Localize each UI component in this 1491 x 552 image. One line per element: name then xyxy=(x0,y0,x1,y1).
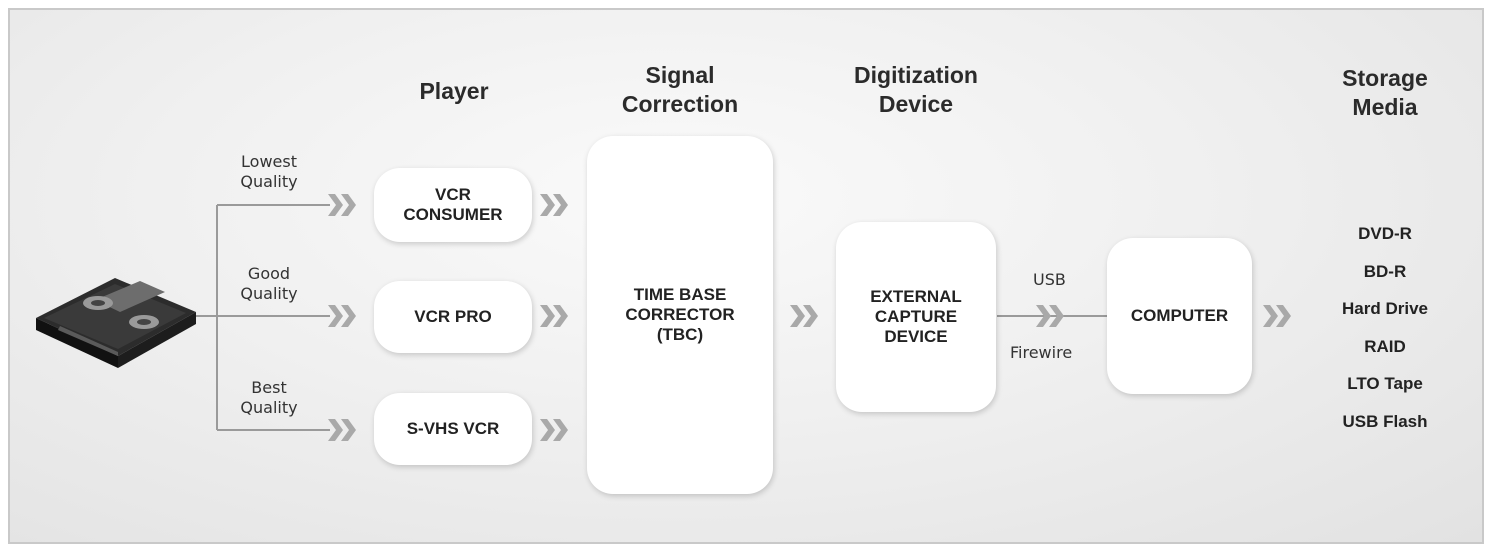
storage-item: Hard Drive xyxy=(1342,299,1428,318)
storage-item: USB Flash xyxy=(1342,411,1428,431)
heading-player: Player xyxy=(419,78,489,104)
box-vcr-pro: VCR PRO xyxy=(374,281,532,353)
box-time-base-corrector: TIME BASE CORRECTOR (TBC) xyxy=(587,136,773,494)
box-svhs-vcr: S-VHS VCR xyxy=(374,393,532,465)
connection-label-usb: USB xyxy=(1033,270,1066,289)
arrow-to-svhs-vcr-icon xyxy=(328,419,356,441)
heading-digitization-device: Digitization Device xyxy=(854,62,978,117)
storage-item: DVD-R xyxy=(1358,224,1412,243)
vhs-tape-icon xyxy=(36,278,196,368)
arrow-computer-to-storage-icon xyxy=(1263,305,1291,327)
storage-item: BD-R xyxy=(1363,261,1407,281)
heading-storage-media: Storage Media xyxy=(1342,65,1428,120)
storage-media-list: DVD-R BD-R Hard Drive RAID LTO Tape USB … xyxy=(1310,215,1460,440)
arrow-tbc-to-capture-icon xyxy=(790,305,818,327)
box-vcr-consumer: VCR CONSUMER xyxy=(374,168,532,242)
arrow-to-vcr-pro-icon xyxy=(328,305,356,327)
arrow-to-vcr-consumer-icon xyxy=(328,194,356,216)
storage-item: RAID xyxy=(1364,336,1406,356)
storage-item: LTO Tape xyxy=(1347,374,1423,393)
box-external-capture-device: EXTERNAL CAPTURE DEVICE xyxy=(836,222,996,412)
heading-signal-correction: Signal Correction xyxy=(621,62,739,117)
connection-label-firewire: Firewire xyxy=(1010,343,1073,362)
arrow-svhs-to-tbc-icon xyxy=(540,419,568,441)
arrow-pro-to-tbc-icon xyxy=(540,305,568,327)
quality-label-lowest: Lowest Quality xyxy=(240,152,298,191)
quality-label-best: Best Quality xyxy=(240,378,298,417)
arrow-consumer-to-tbc-icon xyxy=(540,194,568,216)
quality-label-good: Good Quality xyxy=(240,264,298,303)
box-computer: COMPUTER xyxy=(1107,238,1252,394)
